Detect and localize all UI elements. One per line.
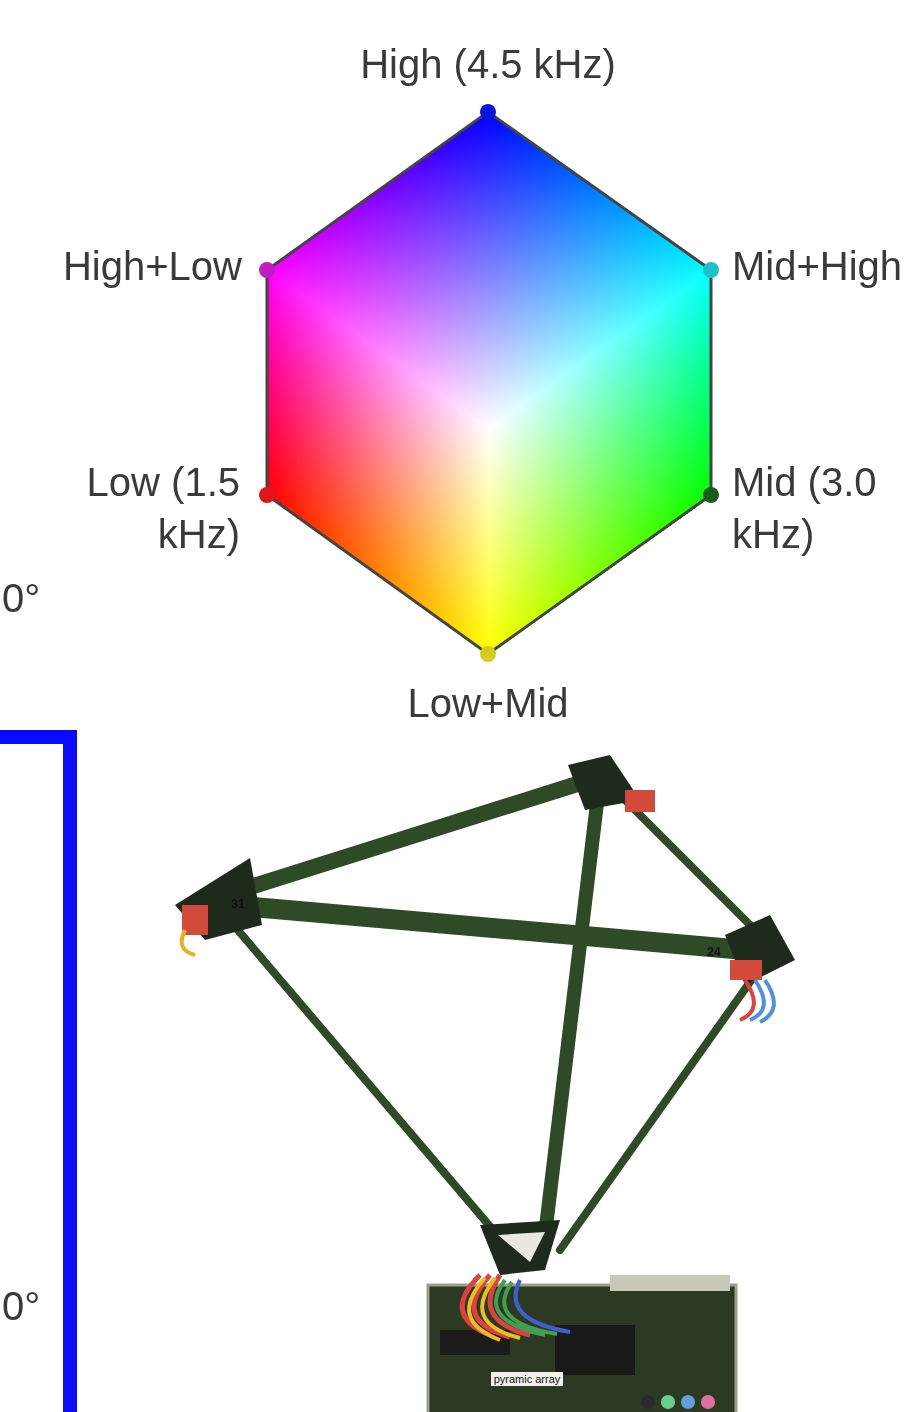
board-number: 31	[231, 897, 244, 911]
vertex-dot	[703, 262, 719, 278]
fpga-board	[428, 1275, 736, 1412]
vertex-dot	[259, 487, 275, 503]
color-hexagon	[0, 0, 918, 700]
board-number: 24	[707, 945, 720, 959]
angle-label: 0°	[2, 1280, 40, 1332]
array-bars	[225, 780, 760, 1250]
array-hubs	[175, 755, 795, 1275]
blue-frame	[0, 737, 70, 1412]
vertex-label: Low+Mid	[407, 677, 568, 729]
frequency-label: Mid (3.0 kHz)	[732, 456, 912, 560]
vertex-dot	[703, 487, 719, 503]
vertex-label: High+Low	[63, 240, 242, 292]
vertex-dot	[480, 104, 496, 120]
hexagon-outline	[267, 112, 711, 654]
vertex-label: Mid+High	[732, 240, 902, 292]
frequency-label: High (4.5 kHz)	[360, 38, 616, 90]
frequency-label: Low (1.5 kHz)	[40, 456, 240, 560]
board-label: pyramic array	[491, 1372, 564, 1386]
vertex-dot	[480, 646, 496, 662]
angle-label: 0°	[2, 572, 40, 624]
vertex-dot	[259, 262, 275, 278]
